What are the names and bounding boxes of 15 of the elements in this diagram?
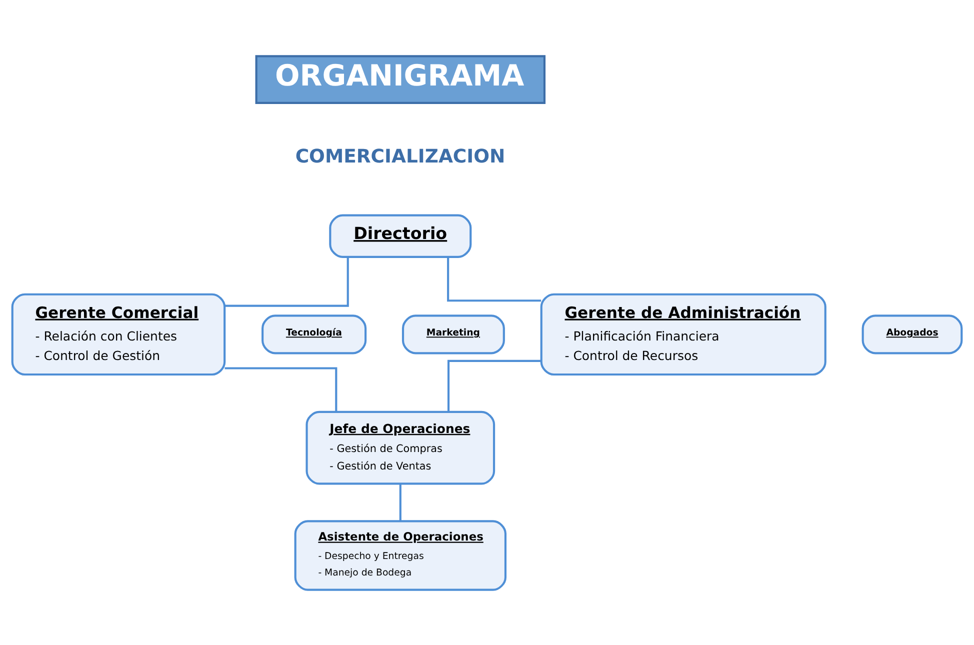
connector [447,256,542,302]
node-box: Asistente de Operaciones - Despecho y Entregas - Manejo de Bodega [294,520,506,590]
node-box: Marketing [402,314,505,354]
connector [399,484,402,521]
connector [224,366,338,412]
label: COMERCIALIZACION [295,146,506,168]
node-box: Gerente de Administración - Planificación Financiera - Control de Recursos [540,292,826,376]
node-box: Directorio [329,214,472,258]
connector [447,359,542,411]
node-box: Gerente Comercial - Relación con Clientes - Control de Gestión [11,292,226,376]
connector [224,256,349,306]
node-box: Tecnología [262,314,367,354]
diagram-title: ORGANIGRAMA [275,58,524,92]
node-box: Jefe de Operaciones - Gestión de Compras - Gestión de Ventas [306,410,496,484]
node-box: Abogados [862,314,963,354]
